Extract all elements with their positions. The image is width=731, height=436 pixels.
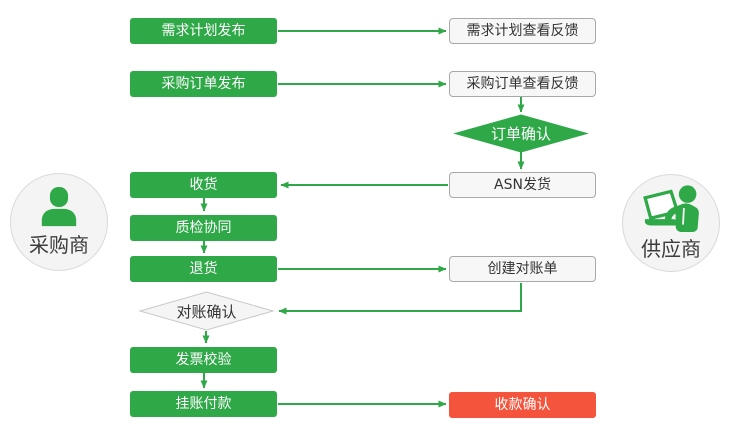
node-payment: 挂账付款 bbox=[130, 391, 277, 417]
node-receive: 收货 bbox=[130, 172, 277, 198]
buyer-actor-circle: 采购商 bbox=[10, 173, 108, 271]
node-demand-plan-publish: 需求计划发布 bbox=[130, 18, 277, 44]
node-quality-check: 质检协同 bbox=[130, 215, 277, 241]
node-po-feedback: 采购订单查看反馈 bbox=[449, 71, 596, 97]
decision-statement-confirm-label: 对账确认 bbox=[176, 302, 237, 321]
buyer-label: 采购商 bbox=[29, 233, 89, 257]
decision-order-confirm-label: 订单确认 bbox=[490, 125, 551, 143]
node-create-statement: 创建对账单 bbox=[449, 256, 596, 282]
decision-order-confirm: 订单确认 bbox=[453, 114, 589, 153]
buyer-person-icon bbox=[36, 186, 82, 228]
supplier-laptop-person-icon bbox=[641, 184, 701, 232]
decision-statement-confirm: 对账确认 bbox=[138, 291, 275, 331]
supplier-label: 供应商 bbox=[641, 237, 701, 261]
node-return-goods: 退货 bbox=[130, 256, 277, 282]
node-asn-ship: ASN发货 bbox=[449, 172, 596, 198]
supplier-actor-circle: 供应商 bbox=[622, 174, 720, 272]
node-receipt-confirm: 收款确认 bbox=[449, 392, 596, 418]
node-po-publish: 采购订单发布 bbox=[130, 71, 277, 97]
node-demand-plan-feedback: 需求计划查看反馈 bbox=[449, 18, 596, 44]
node-invoice-verify: 发票校验 bbox=[130, 347, 277, 373]
